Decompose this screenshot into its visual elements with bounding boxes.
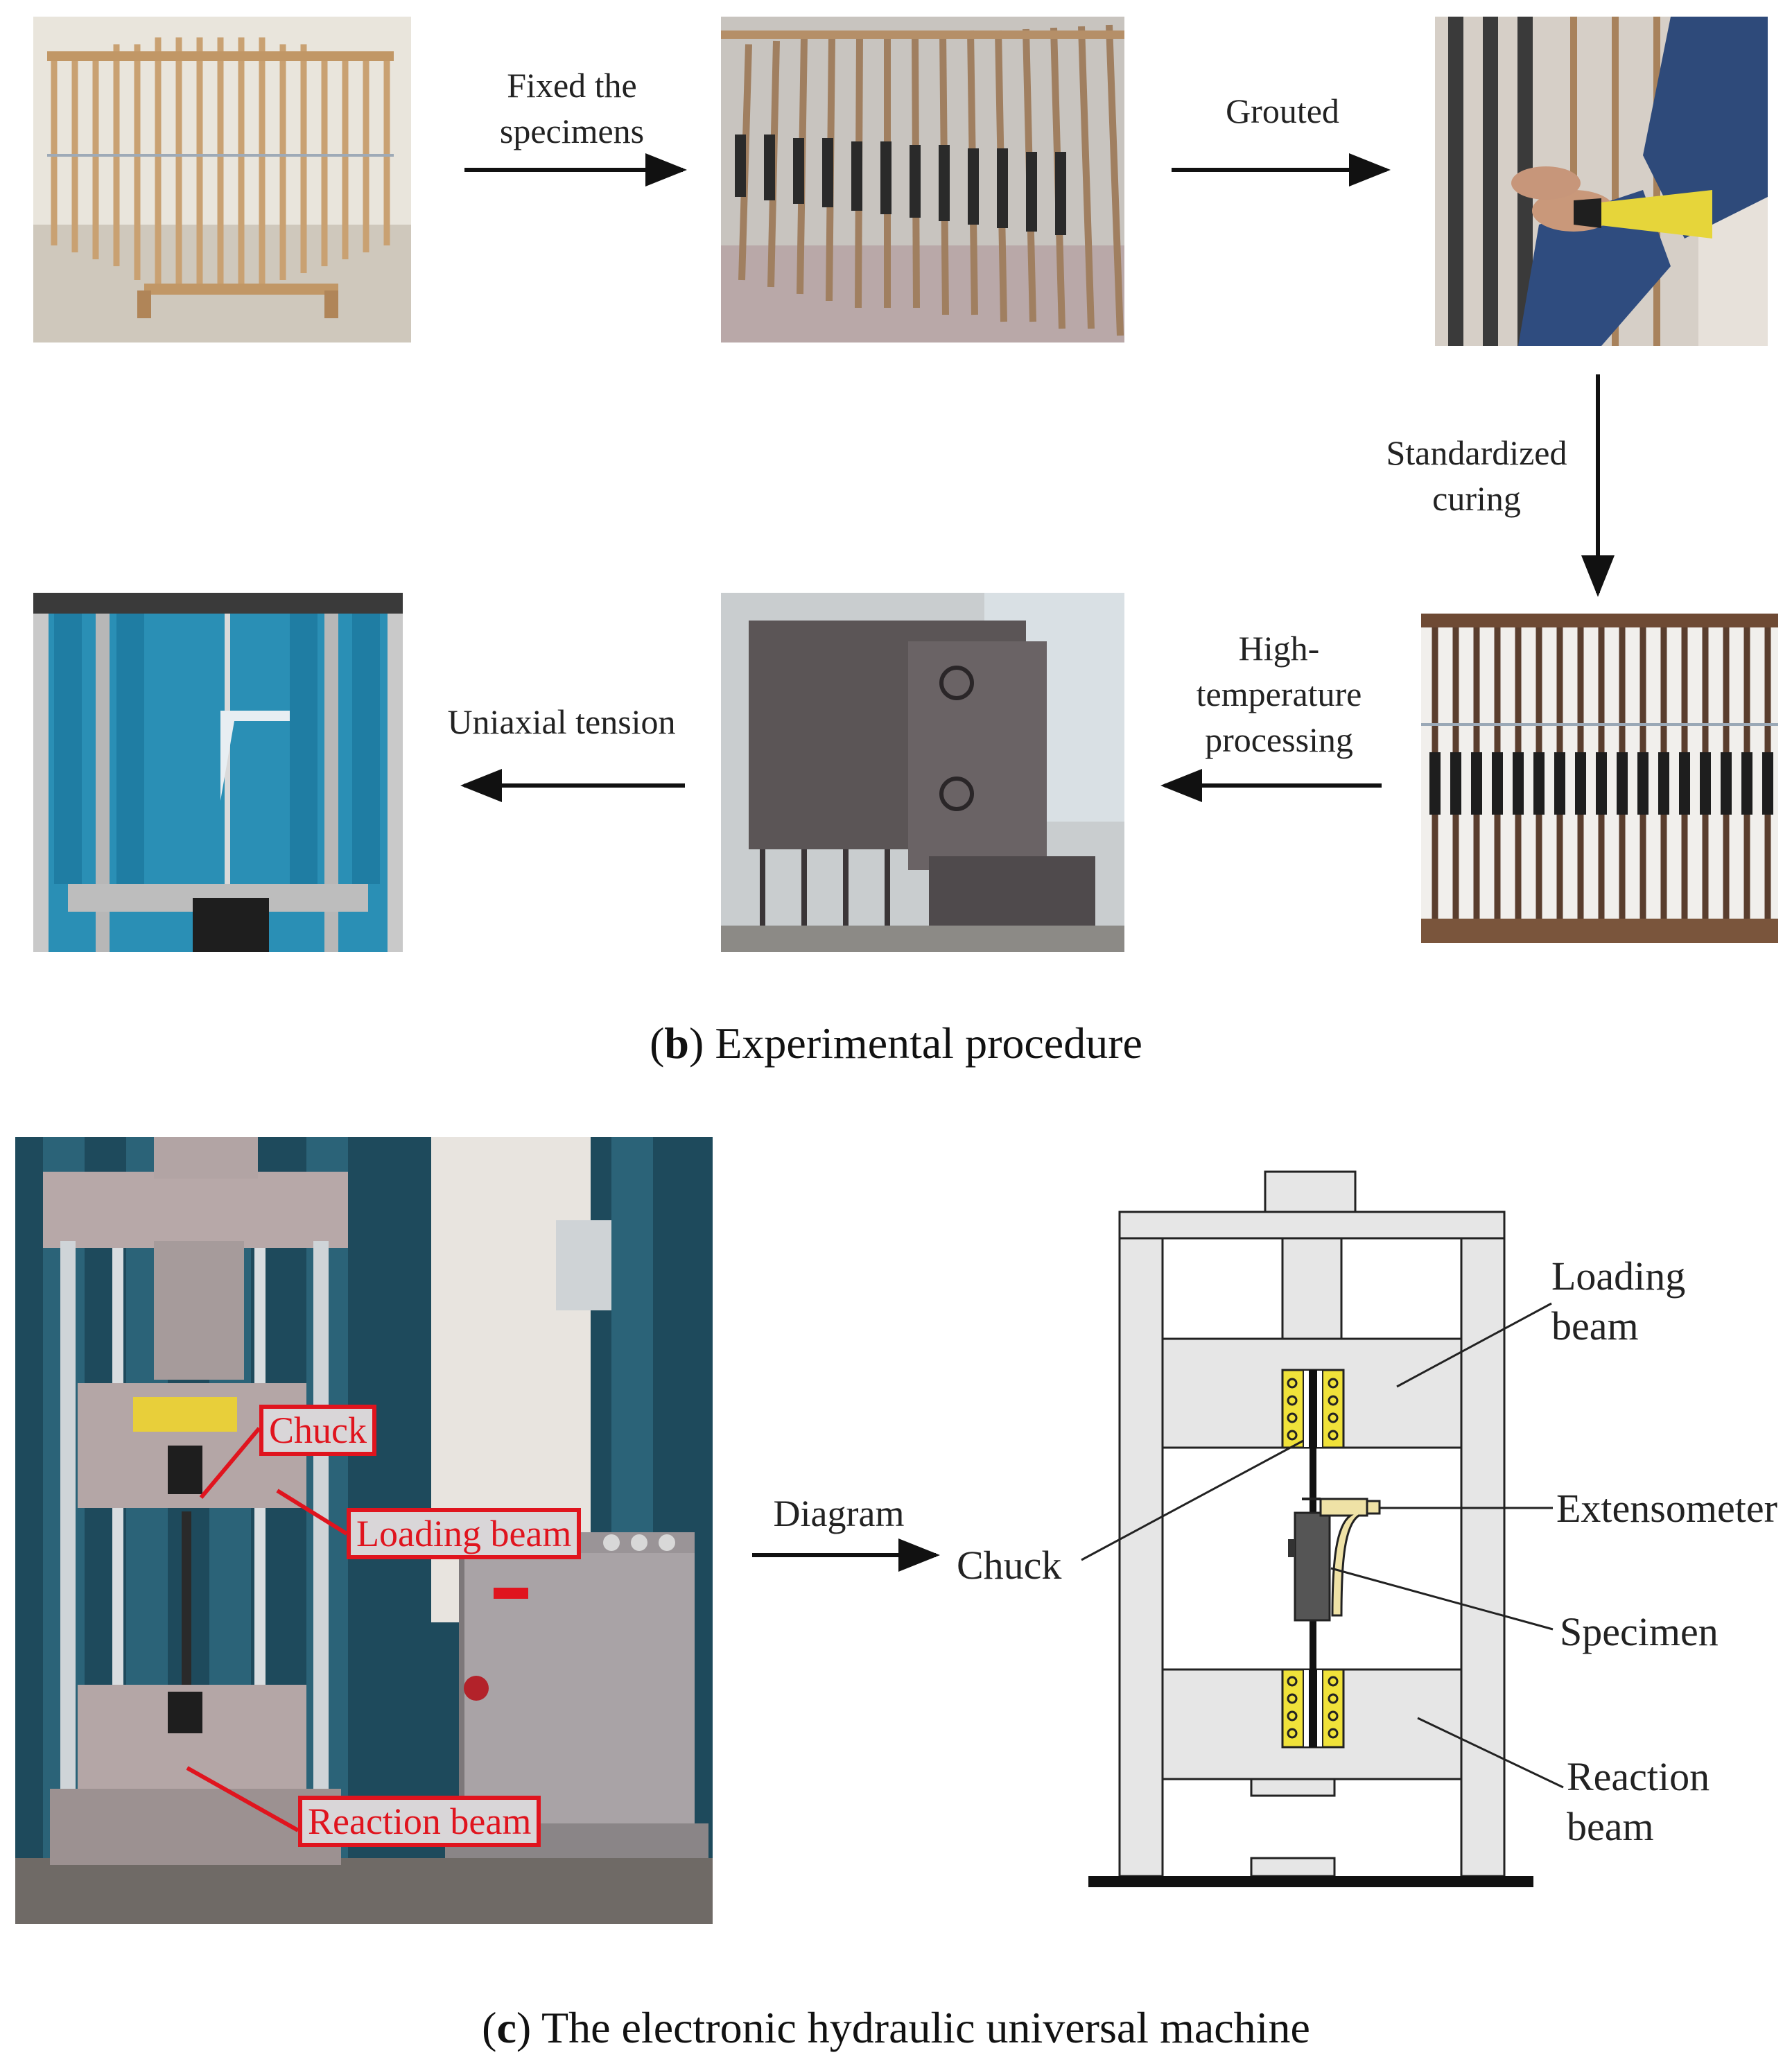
caption-b: (b) Experimental procedure [650, 1018, 1142, 1068]
diagram-arrow-label: Diagram [773, 1493, 905, 1534]
caption-c-letter: c [496, 2003, 516, 2052]
schematic-frame [1118, 1170, 1506, 1877]
leader-loading-beam [1396, 1302, 1552, 1388]
leader-reaction-beam [1417, 1717, 1564, 1789]
step-label-high-temp-line2: temperature [1196, 675, 1362, 713]
schematic-lower-grip [1281, 1668, 1345, 1749]
diagram-label-reaction-beam-line1: Reaction [1567, 1754, 1710, 1799]
photo-tension-test [33, 593, 403, 952]
diagram-label-loading-beam-line1: Loading [1551, 1254, 1686, 1299]
photo-label-chuck: Chuck [259, 1405, 376, 1456]
photo-fixed-specimens [721, 17, 1124, 342]
step-label-high-temp: High- temperature processing [1165, 625, 1393, 763]
step-label-tension: Uniaxial tension [447, 702, 676, 741]
diagram-label-reaction-beam: Reaction beam [1567, 1752, 1710, 1852]
schematic-base [1088, 1876, 1533, 1887]
photo-label-reaction-beam: Reaction beam [298, 1796, 541, 1847]
diagram-label-extensometer: Extensometer [1556, 1486, 1777, 1531]
photo-furnace [721, 593, 1124, 952]
photo-wooden-frames [33, 17, 411, 342]
schematic-upper-grip [1281, 1369, 1345, 1449]
schematic-extensometer [1319, 1498, 1381, 1617]
diagram-label-loading-beam: Loading beam [1551, 1251, 1685, 1351]
step-label-fixed-line2: specimens [499, 112, 645, 150]
photo-label-loading-beam: Loading beam [347, 1508, 582, 1559]
diagram-label-loading-beam-line2: beam [1551, 1303, 1639, 1348]
step-label-fixed: Fixed the specimens [458, 62, 686, 154]
photo-cured-specimens [1421, 614, 1778, 943]
diagram-label-reaction-beam-line2: beam [1567, 1804, 1654, 1849]
schematic-specimen [1294, 1511, 1331, 1622]
step-label-curing-line1: Standardized [1386, 433, 1567, 472]
schematic-rebar [1310, 1448, 1316, 1670]
diagram-label-chuck: Chuck [957, 1543, 1062, 1588]
leader-specimen [1330, 1567, 1554, 1631]
caption-c-text: The electronic hydraulic universal machi… [531, 2003, 1310, 2052]
step-label-grouted: Grouted [1226, 92, 1339, 130]
step-label-high-temp-line1: High- [1238, 629, 1320, 668]
caption-b-text: Experimental procedure [704, 1018, 1142, 1068]
photo-grouting [1435, 17, 1768, 346]
leader-chuck [1081, 1439, 1304, 1561]
caption-b-letter: b [664, 1018, 689, 1068]
step-label-curing: Standardized curing [1362, 430, 1591, 521]
step-label-high-temp-line3: processing [1205, 720, 1353, 759]
step-label-fixed-line1: Fixed the [507, 66, 637, 105]
step-label-curing-line2: curing [1432, 479, 1521, 518]
diagram-label-specimen: Specimen [1560, 1609, 1719, 1654]
caption-c: (c) The electronic hydraulic universal m… [482, 2003, 1310, 2052]
